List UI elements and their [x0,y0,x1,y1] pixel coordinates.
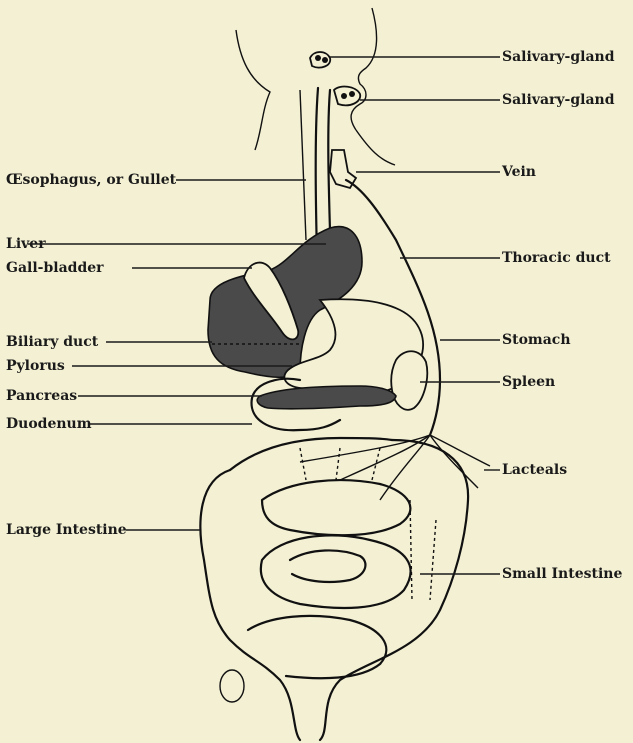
vein-shape [330,150,356,188]
label-thoracic-duct: Thoracic duct [502,250,611,266]
head-outline [236,30,270,150]
label-stomach: Stomach [502,332,571,348]
face-profile [351,8,377,130]
label-gall-bladder: Gall-bladder [6,260,104,276]
label-small-intestine: Small Intestine [502,566,622,582]
label-pylorus: Pylorus [6,358,65,374]
label-biliary-duct: Biliary duct [6,334,98,350]
label-pancreas: Pancreas [6,388,77,404]
pancreas-shape [257,386,396,409]
small-intestine-coil-2 [261,535,411,608]
small-intestine-coil-3 [290,550,365,582]
label-salivary-gland-1: Salivary-gland [502,49,615,65]
label-spleen: Spleen [502,374,555,390]
appendix-shape [220,670,244,702]
neck-right [356,130,395,165]
label-liver: Liver [6,236,46,252]
label-lacteals: Lacteals [502,462,567,478]
label-vein: Vein [502,164,536,180]
neck-left [300,90,306,240]
label-salivary-gland-2: Salivary-gland [502,92,615,108]
salivary-gland-upper-shape [310,52,330,68]
salivary-gland-lower-shape [334,87,360,106]
large-intestine-top [230,438,392,470]
large-intestine-shape [200,470,300,740]
label-duodenum: Duodenum [6,416,92,432]
lacteals-network [300,435,490,600]
spleen-shape [391,351,427,410]
large-intestine-right [320,440,468,740]
label-oesophagus: Œsophagus, or Gullet [6,172,176,188]
label-large-intestine: Large Intestine [6,522,127,538]
